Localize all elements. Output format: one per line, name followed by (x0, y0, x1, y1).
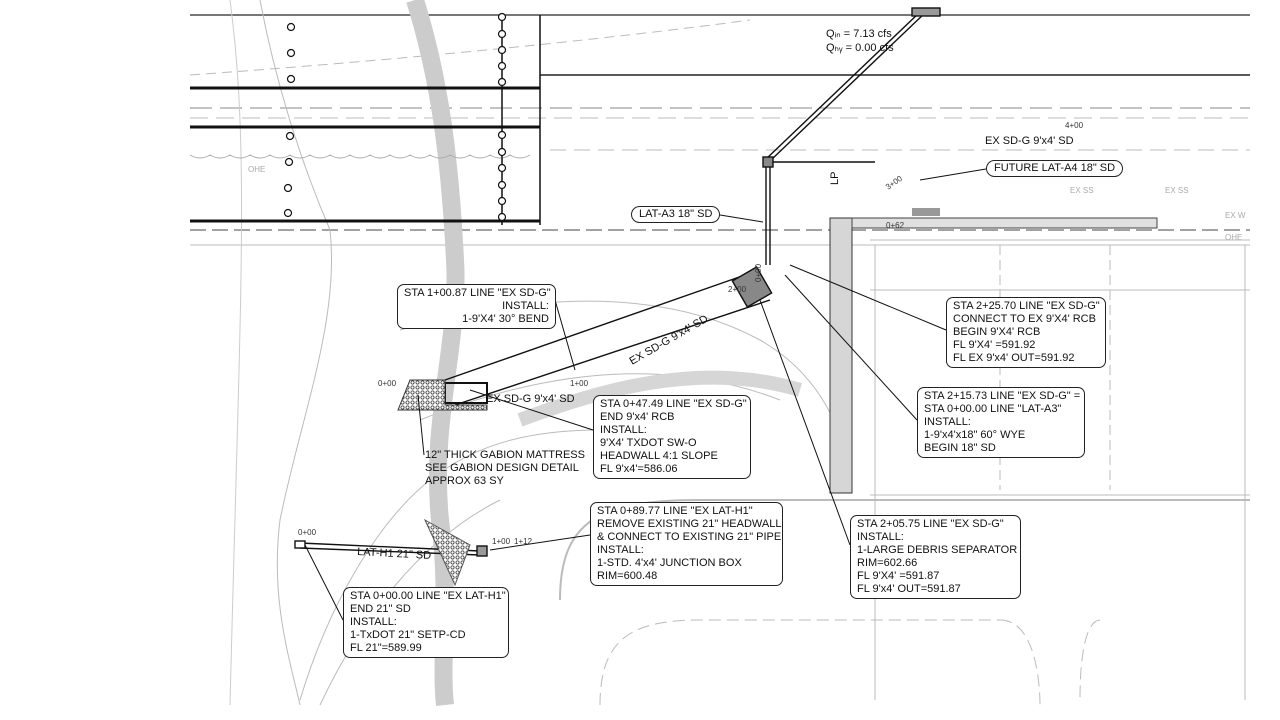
ohe-label: OHE (248, 165, 265, 174)
gabion-hatch-lower (423, 518, 471, 587)
ex-ss-label: EX SS (1165, 186, 1189, 195)
callout-sta-2-25-70: STA 2+25.70 LINE "EX SD-G" CONNECT TO EX… (946, 297, 1106, 368)
lp-label: LP (829, 172, 841, 185)
station-1-00-lath1: 1+00 (492, 537, 511, 546)
callout-line: INSTALL: (857, 531, 904, 543)
callout-line: HEADWALL 4:1 SLOPE (600, 450, 718, 462)
note-line: 12" THICK GABION MATTRESS (425, 449, 585, 461)
callout-line: BEGIN 9'X4' RCB (953, 326, 1041, 338)
station-0-00-lath1: 0+00 (298, 528, 317, 537)
station-0-00-sdg: 0+00 (378, 379, 397, 388)
callout-line: FL 9'X4' =591.92 (953, 339, 1036, 351)
callout-sta-1-00-87: STA 1+00.87 LINE "EX SD-G" INSTALL: 1-9'… (397, 284, 556, 329)
callout-line: FL 21"=589.99 (350, 642, 422, 654)
gabion-mattress-hatch (397, 379, 488, 411)
callout-line: FL 9'X4' =591.87 (857, 570, 940, 582)
callout-line: FL 9'x4' OUT=591.87 (857, 583, 961, 595)
station-4-00: 4+00 (1065, 121, 1084, 130)
callout-line: INSTALL: (600, 424, 647, 436)
callout-line: STA 0+00.00 LINE "LAT-A3" (924, 403, 1062, 415)
callout-sta-2-05-75: STA 2+05.75 LINE "EX SD-G" INSTALL: 1-LA… (850, 515, 1021, 599)
lat-a3-label: LAT-A3 18" SD (631, 206, 721, 223)
ex-sdg-label-diagonal: EX SD-G 9'x4' SD (628, 313, 711, 368)
flow-qby: Qₕᵧ = 0.00 cfs (826, 42, 894, 54)
callout-line: & CONNECT TO EXISTING 21" PIPE (597, 531, 782, 543)
callout-line: 1-STD. 4'x4' JUNCTION BOX (597, 557, 742, 569)
leader-lines (304, 168, 987, 621)
callout-line: END 21" SD (350, 603, 411, 615)
callout-line: STA 2+25.70 LINE "EX SD-G" (953, 300, 1100, 312)
retaining-wall (829, 217, 853, 494)
callout-line: INSTALL: (502, 300, 549, 312)
callout-line: FL EX 9'x4' OUT=591.92 (953, 352, 1075, 364)
callout-line: STA 2+15.73 LINE "EX SD-G" = (924, 390, 1081, 402)
callout-line: INSTALL: (350, 616, 397, 628)
callout-line: STA 0+89.77 LINE "EX LAT-H1" (597, 505, 753, 517)
ohe-label: OHE (1225, 233, 1242, 242)
callout-line: 1-9'x4'x18" 60° WYE (924, 429, 1026, 441)
station-0-62: 0+62 (886, 221, 905, 230)
station-2-00: 2+00 (728, 285, 747, 294)
lat-h1-label: LAT-H1 21" SD (357, 546, 432, 562)
callout-line: RIM=602.66 (857, 557, 918, 569)
curb-strip (851, 217, 1158, 229)
ex-sdg-label-horizontal: EX SD-G 9'x4' SD (486, 393, 575, 405)
ex-w-label: EX W (1225, 211, 1246, 220)
gabion-note: 12" THICK GABION MATTRESS SEE GABION DES… (425, 449, 585, 488)
callout-line: STA 2+05.75 LINE "EX SD-G" (857, 518, 1004, 530)
callout-line: 1-TxDOT 21" SETP-CD (350, 629, 466, 641)
station-1-12-lath1: 1+12 (514, 537, 533, 546)
callout-line: END 9'x4' RCB (600, 411, 675, 423)
ex-sdg-label-top: EX SD-G 9'x4' SD (985, 135, 1074, 147)
station-3-00: 3+00 (884, 174, 904, 192)
callout-line: STA 0+47.49 LINE "EX SD-G" (600, 398, 747, 410)
callout-line: INSTALL: (597, 544, 644, 556)
callout-sta-0-00-00-lat-h1: STA 0+00.00 LINE "EX LAT-H1" END 21" SD … (343, 587, 509, 658)
station-0-00-lata3: 0+00 (754, 263, 763, 282)
callout-sta-0-89-77: STA 0+89.77 LINE "EX LAT-H1" REMOVE EXIS… (590, 502, 783, 586)
callout-sta-0-47-49: STA 0+47.49 LINE "EX SD-G" END 9'x4' RCB… (593, 395, 751, 479)
flow-qin: Qᵢₙ = 7.13 cfs (826, 28, 892, 40)
callout-line: 9'X4' TXDOT SW-O (600, 437, 697, 449)
callout-line: BEGIN 18" SD (924, 442, 996, 454)
inlet (912, 208, 940, 216)
debris-separator (731, 266, 773, 308)
callout-line: STA 0+00.00 LINE "EX LAT-H1" (350, 590, 506, 602)
callout-line: FL 9'x4'=586.06 (600, 463, 678, 475)
station-1-00-sdg: 1+00 (570, 379, 589, 388)
bridge-structure (189, 12, 541, 225)
note-line: APPROX 63 SY (425, 475, 504, 487)
callout-line: 1-LARGE DEBRIS SEPARATOR (857, 544, 1018, 556)
callout-line: REMOVE EXISTING 21" HEADWALL (597, 518, 782, 530)
shaded-swale (517, 370, 803, 427)
note-line: SEE GABION DESIGN DETAIL (425, 462, 579, 474)
callout-line: CONNECT TO EX 9'X4' RCB (953, 313, 1096, 325)
ex-ss-label: EX SS (1070, 186, 1094, 195)
callout-line: STA 1+00.87 LINE "EX SD-G" (404, 287, 551, 299)
callout-line: 1-9'X4' 30° BEND (462, 313, 549, 325)
callout-line: RIM=600.48 (597, 570, 658, 582)
future-lat-a4-label: FUTURE LAT-A4 18" SD (986, 160, 1124, 177)
callout-line: INSTALL: (924, 416, 971, 428)
callout-sta-2-15-73: STA 2+15.73 LINE "EX SD-G" = STA 0+00.00… (917, 387, 1085, 458)
